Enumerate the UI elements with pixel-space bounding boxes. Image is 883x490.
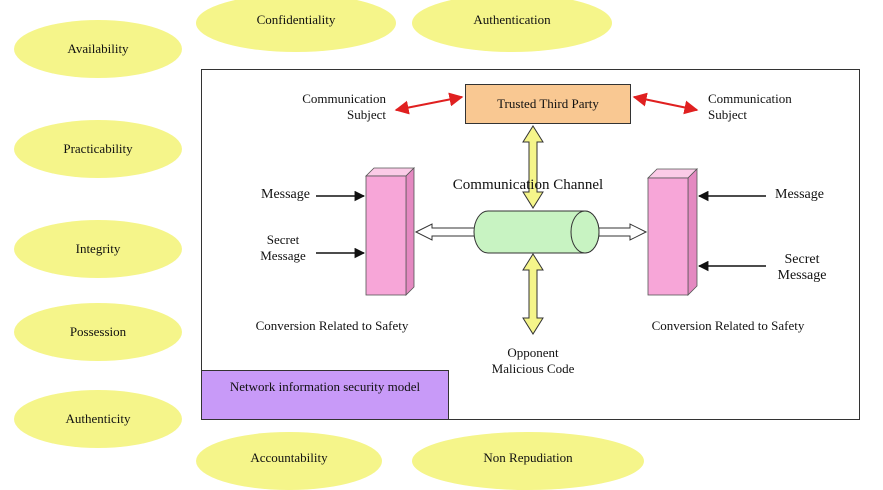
label-practicability: Practicability: [63, 141, 133, 156]
trusted-third-party-box: Trusted Third Party: [465, 84, 631, 124]
model-title-box: Network information security model: [201, 370, 449, 420]
left-subject-label: Communication Subject: [270, 91, 386, 123]
right-message-text: Message: [775, 187, 824, 202]
right-conversion-text: Conversion Related to Safety: [651, 318, 805, 333]
channel-cylinder-end: [570, 210, 600, 254]
ellipse-confidentiality: Confidentiality: [196, 0, 396, 52]
trusted-third-party-label: Trusted Third Party: [497, 96, 599, 111]
left-block-front: [365, 175, 407, 296]
right-subject-line2: Subject: [708, 107, 747, 122]
ellipse-practicability: Practicability: [14, 120, 182, 178]
label-authentication: Authentication: [473, 12, 551, 27]
right-secret-line1: Secret: [784, 252, 820, 267]
opponent-label: Opponent Malicious Code: [470, 345, 596, 377]
left-secret-line2: Message: [260, 248, 306, 263]
ellipse-authenticity: Authenticity: [14, 390, 182, 448]
left-subject-line2: Subject: [347, 107, 386, 122]
right-subject-line1: Communication: [708, 91, 792, 106]
ellipse-accountability: Accountability: [196, 432, 382, 490]
label-non-repudiation: Non Repudiation: [483, 450, 573, 465]
left-block-side: [405, 167, 415, 296]
ellipse-availability: Availability: [14, 20, 182, 78]
left-message-label: Message: [230, 187, 310, 203]
label-confidentiality: Confidentiality: [256, 12, 336, 27]
opponent-line1: Opponent: [507, 345, 559, 360]
label-integrity: Integrity: [75, 241, 121, 256]
double-arrow-top: [522, 125, 544, 209]
label-possession: Possession: [69, 324, 127, 339]
right-secret-line2: Message: [777, 268, 827, 283]
channel-label: Communication Channel: [442, 177, 614, 193]
red-arrow-left: [394, 92, 464, 115]
left-secret-label: Secret Message: [248, 232, 318, 264]
label-accountability: Accountability: [250, 450, 328, 465]
left-conversion-label: Conversion Related to Safety: [232, 318, 432, 334]
left-conversion-text: Conversion Related to Safety: [255, 318, 409, 333]
ellipse-integrity: Integrity: [14, 220, 182, 278]
red-arrow-right: [632, 92, 699, 115]
right-secret-label: Secret Message: [762, 252, 842, 284]
hollow-arrow-left: [414, 223, 479, 241]
model-title: Network information security model: [229, 379, 421, 394]
channel-label-text: Communication Channel: [452, 177, 604, 193]
right-conversion-label: Conversion Related to Safety: [628, 318, 828, 334]
ellipse-authentication: Authentication: [412, 0, 612, 52]
ellipse-non-repudiation: Non Repudiation: [412, 432, 644, 490]
right-message-label: Message: [775, 187, 855, 203]
ellipse-possession: Possession: [14, 303, 182, 361]
label-availability: Availability: [67, 41, 129, 56]
hollow-arrow-right: [593, 223, 648, 241]
right-block-side: [687, 168, 698, 296]
left-subject-line1: Communication: [302, 91, 386, 106]
double-arrow-bottom: [522, 253, 544, 335]
left-message-text: Message: [261, 187, 310, 202]
opponent-line2: Malicious Code: [491, 361, 575, 376]
right-block-front: [647, 177, 689, 296]
label-authenticity: Authenticity: [65, 411, 131, 426]
right-subject-label: Communication Subject: [708, 91, 824, 123]
left-secret-line1: Secret: [266, 232, 300, 247]
